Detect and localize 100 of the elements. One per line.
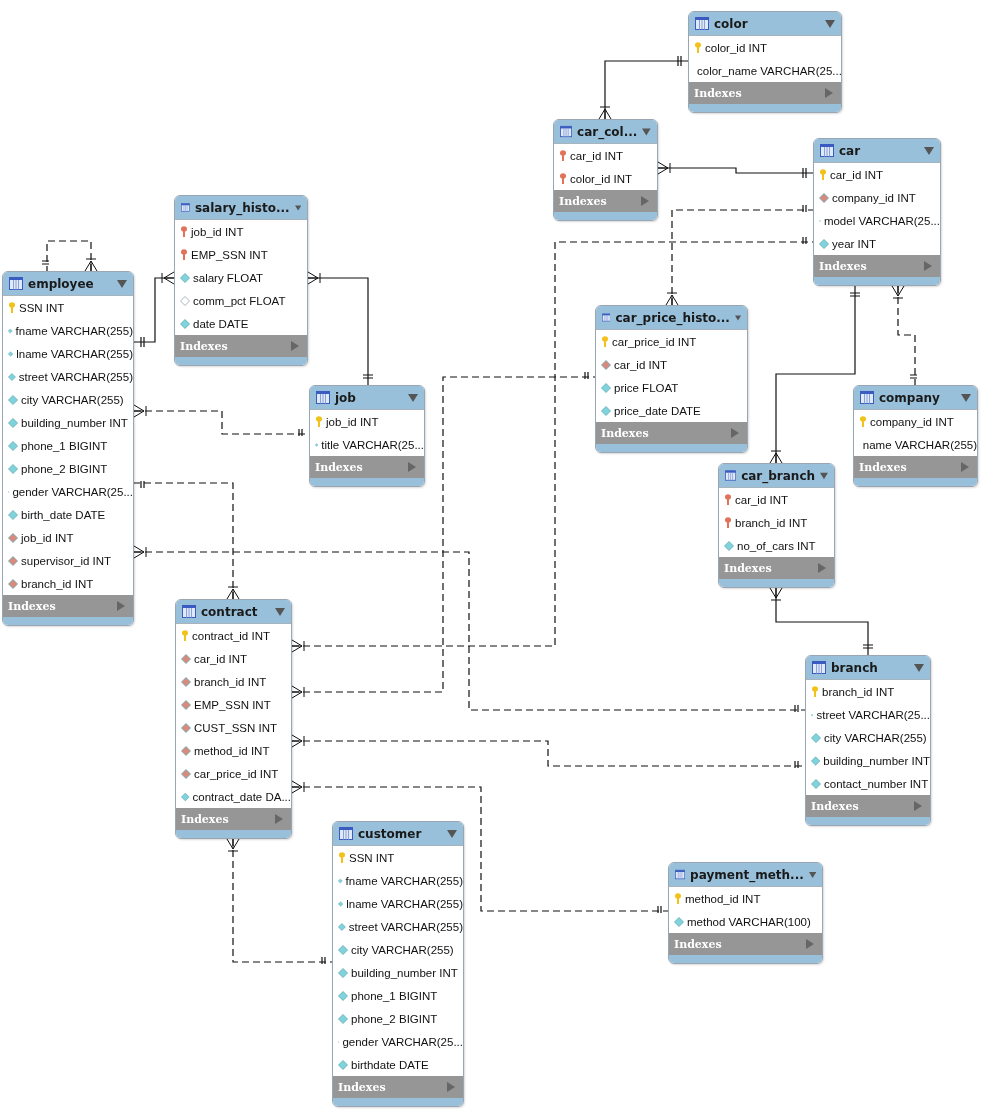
relationship-line [41, 240, 98, 272]
table-name: color [714, 16, 749, 31]
column-name: car_id INT [194, 652, 248, 665]
table-name: branch [831, 660, 879, 675]
column-name: name VARCHAR(255) [862, 438, 977, 451]
column-name: branch_id INT [822, 685, 895, 698]
column-name: title VARCHAR(25... [321, 438, 424, 451]
column-name: street VARCHAR(25... [816, 708, 930, 721]
column-name: birth_date DATE [21, 508, 106, 521]
column-name: city VARCHAR(255) [21, 393, 124, 406]
column-name: job_id INT [21, 531, 74, 544]
relationship-line [769, 285, 861, 464]
column-name: gender VARCHAR(25... [12, 485, 133, 498]
column-name: street VARCHAR(255) [18, 370, 133, 383]
indexes-label: Indexes [181, 812, 229, 826]
column-name: color_id INT [570, 172, 632, 185]
column-name: building_number INT [823, 754, 930, 767]
table-card [853, 385, 978, 487]
column-name: salary FLOAT [193, 271, 264, 284]
table-card [813, 138, 941, 286]
table-card [805, 655, 931, 826]
table-name: customer [358, 826, 423, 841]
column-name: method_id INT [194, 744, 270, 757]
column-name: price_date DATE [614, 404, 701, 417]
column-name: model VARCHAR(25... [823, 214, 940, 227]
column-name: city VARCHAR(255) [351, 943, 454, 956]
relationship-line [665, 204, 814, 306]
column-name: comm_pct FLOAT [193, 294, 286, 307]
indexes-label: Indexes [694, 86, 742, 100]
table-name: contract [201, 604, 259, 619]
column-name: company_id INT [870, 415, 954, 428]
relationship-line [307, 271, 374, 386]
table-card [175, 599, 292, 839]
indexes-label: Indexes [315, 460, 363, 474]
column-name: SSN INT [19, 301, 65, 314]
column-name: job_id INT [191, 225, 244, 238]
table-name: car [839, 143, 862, 158]
indexes-label: Indexes [859, 460, 907, 474]
indexes-label: Indexes [674, 937, 722, 951]
column-name: method_id INT [685, 892, 761, 905]
column-name: car_id INT [570, 149, 624, 162]
column-name: date DATE [193, 317, 249, 330]
table-name: car_branch [741, 468, 816, 483]
relationship-line [769, 587, 874, 656]
column-name: supervisor_id INT [21, 554, 112, 567]
column-name: color_name VARCHAR(25... [697, 64, 841, 77]
table-card [718, 463, 835, 588]
column-name: building_number INT [21, 416, 128, 429]
column-name: contract_date DA... [192, 790, 291, 803]
column-name: car_price_id INT [194, 767, 279, 780]
table-name: job [335, 390, 357, 405]
indexes-label: Indexes [8, 599, 56, 613]
column-name: street VARCHAR(255) [348, 920, 463, 933]
column-name: method VARCHAR(100) [687, 915, 811, 928]
table-name: salary_histo... [194, 200, 290, 215]
column-name: SSN INT [349, 851, 395, 864]
column-name: branch_id INT [735, 516, 808, 529]
table-card [2, 271, 134, 626]
column-name: building_number INT [351, 966, 458, 979]
column-name: city VARCHAR(255) [824, 731, 927, 744]
column-name: gender VARCHAR(25... [342, 1035, 463, 1048]
column-name: car_id INT [735, 493, 789, 506]
indexes-label: Indexes [338, 1080, 386, 1094]
relationship-line [291, 371, 596, 699]
column-name: birthdate DATE [351, 1058, 429, 1071]
column-name: contact_number INT [824, 777, 929, 790]
column-name: EMP_SSN INT [194, 698, 271, 711]
column-name: phone_2 BIGINT [21, 462, 108, 475]
indexes-label: Indexes [819, 259, 867, 273]
column-name: branch_id INT [21, 577, 94, 590]
indexes-label: Indexes [811, 799, 859, 813]
column-name: fname VARCHAR(255) [15, 324, 133, 337]
indexes-label: Indexes [180, 339, 228, 353]
column-name: contract_id INT [192, 629, 270, 642]
indexes-label: Indexes [724, 561, 772, 575]
table-card [553, 119, 658, 221]
indexes-label: Indexes [601, 426, 649, 440]
column-name: job_id INT [326, 415, 379, 428]
column-name: phone_1 BIGINT [21, 439, 108, 452]
table-name: employee [28, 276, 95, 291]
table-name: car_col... [577, 124, 638, 139]
table-card [688, 11, 842, 113]
table-name: payment_meth... [690, 867, 804, 882]
column-name: year INT [832, 237, 877, 250]
table-card [595, 305, 748, 453]
column-name: lname VARCHAR(255) [346, 897, 463, 910]
column-name: car_price_id INT [612, 335, 697, 348]
table-card [174, 195, 308, 366]
relationship-line [133, 271, 175, 348]
column-name: company_id INT [832, 191, 916, 204]
table-name: company [879, 390, 941, 405]
column-name: phone_2 BIGINT [351, 1012, 438, 1025]
column-name: phone_1 BIGINT [351, 989, 438, 1002]
column-name: branch_id INT [194, 675, 267, 688]
column-name: fname VARCHAR(255) [345, 874, 463, 887]
table-card [309, 385, 425, 487]
table-name: car_price_histo... [615, 310, 730, 325]
column-name: no_of_cars INT [737, 539, 816, 552]
column-name: car_id INT [614, 358, 668, 371]
column-name: price FLOAT [614, 381, 679, 394]
